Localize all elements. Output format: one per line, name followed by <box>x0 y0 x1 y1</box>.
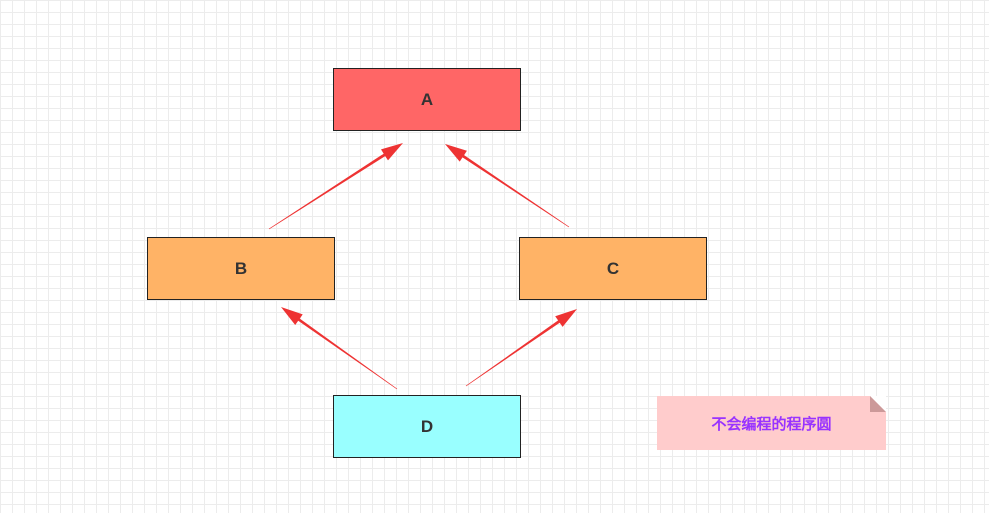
node-d-label: D <box>420 416 434 436</box>
node-b[interactable]: B <box>147 237 335 300</box>
sticky-note[interactable]: 不会编程的程序圆 <box>657 396 886 450</box>
node-a[interactable]: A <box>333 68 521 131</box>
node-c[interactable]: C <box>519 237 707 300</box>
arrow-b-to-a[interactable] <box>268 143 403 230</box>
arrow-c-to-a[interactable] <box>445 144 570 228</box>
arrow-d-to-c[interactable] <box>465 309 577 387</box>
node-a-label: A <box>420 89 434 109</box>
node-d[interactable]: D <box>333 395 521 458</box>
node-c-label: C <box>606 258 620 278</box>
arrow-d-to-b[interactable] <box>281 307 398 390</box>
note-fold-corner-icon <box>870 396 886 412</box>
note-text: 不会编程的程序圆 <box>711 414 832 433</box>
node-b-label: B <box>234 258 248 278</box>
